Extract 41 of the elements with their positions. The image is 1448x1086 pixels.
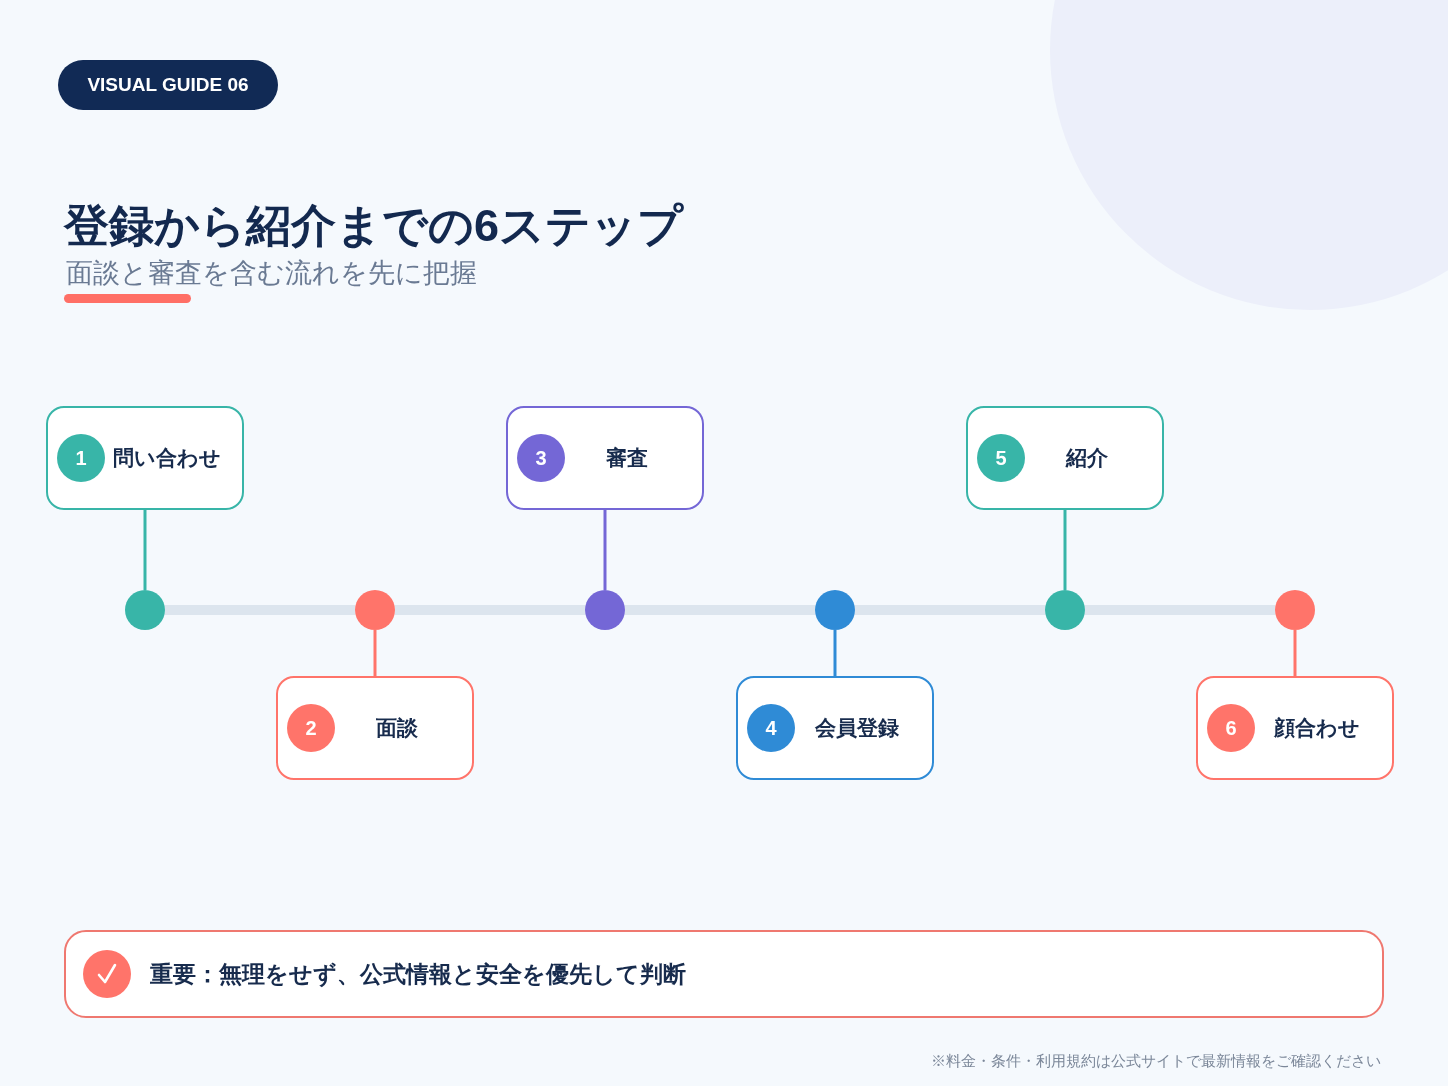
step-number-badge: 5: [977, 433, 1025, 482]
page-title: 登録から紹介までの6ステップ: [64, 199, 684, 253]
timeline-track: [165, 605, 355, 615]
step-card: [46, 406, 244, 510]
timeline-track: [625, 605, 815, 615]
guide-tag: VISUAL GUIDE 06: [58, 60, 278, 110]
connector-line: [833, 630, 837, 676]
timeline-dot: [125, 590, 165, 630]
connector-line: [143, 510, 147, 590]
notice-text: 重要：無理をせず、公式情報と安全を優先して判断: [150, 960, 686, 989]
notice-box: [64, 930, 1384, 1018]
step-title: 審査: [606, 445, 648, 471]
timeline-track: [395, 605, 585, 615]
step-number-badge: 6: [1207, 703, 1255, 752]
timeline-track: [855, 605, 1045, 615]
connector-line: [603, 510, 607, 590]
subtitle: 面談と審査を含む流れを先に把握: [66, 257, 477, 290]
step-title: 顔合わせ: [1274, 715, 1360, 741]
step-number-badge: 4: [747, 703, 795, 752]
step-card: [966, 406, 1164, 510]
connector-line: [1293, 630, 1297, 676]
timeline-dot: [355, 590, 395, 630]
timeline-dot: [1275, 590, 1315, 630]
step-title: 紹介: [1066, 445, 1108, 471]
step-card: [736, 676, 934, 780]
step-card: [506, 406, 704, 510]
step-number-badge: 2: [287, 703, 335, 752]
step-title: 会員登録: [815, 715, 899, 741]
footnote: ※料金・条件・利用規約は公式サイトで最新情報をご確認ください: [931, 1051, 1381, 1071]
timeline-dot: [815, 590, 855, 630]
connector-line: [373, 630, 377, 676]
step-number-badge: 1: [57, 433, 105, 482]
timeline-dot: [1045, 590, 1085, 630]
step-card: [276, 676, 474, 780]
connector-line: [1063, 510, 1067, 590]
timeline-track: [1085, 605, 1275, 615]
step-title: 面談: [376, 715, 418, 741]
step-card: [1196, 676, 1394, 780]
step-title: 問い合わせ: [113, 445, 221, 471]
timeline-dot: [585, 590, 625, 630]
step-number-badge: 3: [517, 433, 565, 482]
